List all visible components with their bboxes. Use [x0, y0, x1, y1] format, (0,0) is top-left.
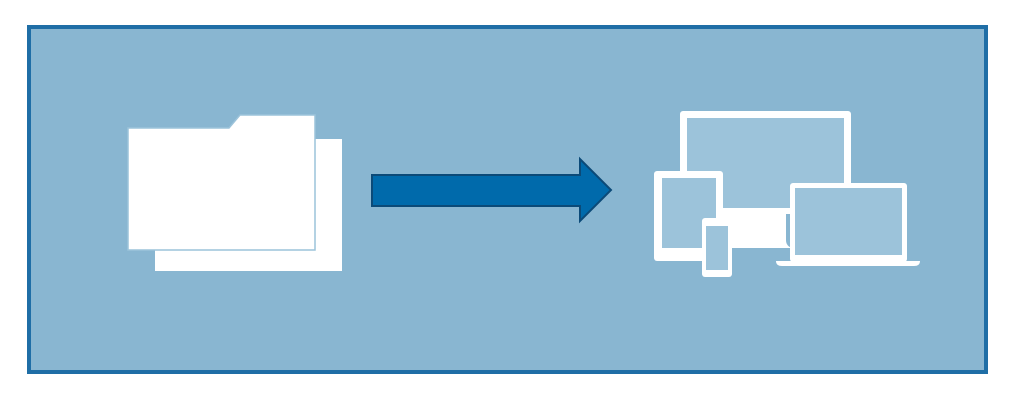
front-folder	[127, 114, 316, 251]
arrow-right-icon	[371, 156, 613, 224]
multiple-devices-icon	[654, 111, 920, 277]
phone-icon	[702, 218, 732, 277]
laptop-icon	[776, 183, 920, 266]
folders-icon	[127, 114, 342, 271]
